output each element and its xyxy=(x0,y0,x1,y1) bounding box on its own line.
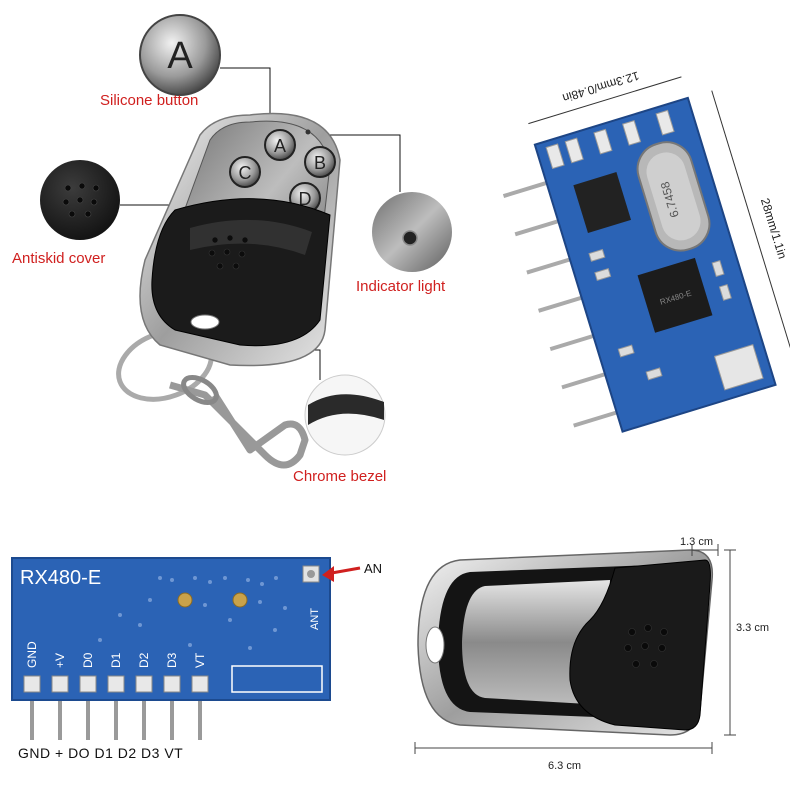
remote-indicator-led xyxy=(305,129,311,135)
indicator-led xyxy=(402,230,418,246)
module-illustration: 6.7458 RX480-E 12.3mm/0.48in 28mm/1.1in … xyxy=(502,69,800,433)
zoom-button-letter: A xyxy=(167,35,193,77)
module-pins xyxy=(502,179,623,428)
module-components xyxy=(588,248,732,381)
callout-chrome-bezel: Chrome bezel xyxy=(293,468,387,485)
module-dim-lines xyxy=(528,76,800,378)
silicone-button-zoom xyxy=(139,14,221,96)
chrome-bezel-edge xyxy=(308,394,384,425)
remote-illustration: A xyxy=(40,14,452,469)
module-length-label: 28mm/1.1in xyxy=(758,196,790,260)
pin-caption: GND + DO D1 D2 D3 VT xyxy=(18,745,184,761)
module-connector-block xyxy=(713,344,764,391)
key-ring-hole xyxy=(190,314,220,330)
fob-dim-lines xyxy=(414,544,736,754)
ant-arrowhead xyxy=(322,566,334,582)
module-width-label: 12.3mm/0.48in xyxy=(561,69,641,106)
pin-label-d2: D2 xyxy=(137,652,151,668)
remote-button-b xyxy=(304,146,336,178)
module-small-chip xyxy=(573,172,632,234)
pin-label-d3: D3 xyxy=(165,652,179,668)
receiver-pad-1 xyxy=(177,592,193,608)
board-ant-label: ANT xyxy=(309,608,321,630)
remote-button-a xyxy=(264,129,296,161)
pin-label-gnd: GND xyxy=(25,641,39,668)
receiver-pin-pads xyxy=(23,675,209,693)
remote-photo: A xyxy=(0,0,470,500)
module-photo: 6.7458 RX480-E 12.3mm/0.48in 28mm/1.1in … xyxy=(480,40,800,460)
receiver-silk-box xyxy=(231,665,323,693)
module-main-chip xyxy=(637,257,713,333)
cover-dots xyxy=(208,234,249,270)
board-label: RX480-E xyxy=(20,567,101,589)
callout-silicone-button: Silicone button xyxy=(100,92,199,109)
fob-slide-cover xyxy=(569,559,711,731)
remote-button-c-label: C xyxy=(239,163,252,183)
pin-label-v: +V xyxy=(53,653,67,668)
pin-label-vt: VT xyxy=(193,652,207,668)
remote-button-b-label: B xyxy=(314,153,326,173)
fob-length-label: 6.3 cm xyxy=(548,760,582,772)
fob-height-label: 3.3 cm xyxy=(736,622,770,634)
receiver-illustration: AN RX480-E ANT GND +V D0 D1 D2 D3 VT xyxy=(11,557,382,740)
ant-arrow-label: AN xyxy=(364,561,382,576)
remote-button-a-label: A xyxy=(274,136,286,156)
remote-button-c xyxy=(229,156,261,188)
antiskid-dots xyxy=(62,182,100,218)
receiver-vias xyxy=(98,576,287,650)
callout-indicator-light: Indicator light xyxy=(356,278,446,295)
ant-hole xyxy=(307,570,315,578)
receiver-pad-2 xyxy=(232,592,248,608)
pin-label-d0: D0 xyxy=(81,652,95,668)
remote-buttons xyxy=(229,129,336,214)
module-top-pads xyxy=(545,109,675,170)
cover-highlight xyxy=(190,219,312,255)
fob-photo xyxy=(400,520,800,790)
chrome-bezel-zoom xyxy=(304,374,386,456)
pin-label-d1: D1 xyxy=(109,652,123,668)
callout-antiskid-cover: Antiskid cover xyxy=(12,250,106,267)
module-crystal-top xyxy=(646,152,701,241)
fob-cover-dots xyxy=(624,624,668,668)
fob-thickness-label: 1.3 cm xyxy=(680,536,714,548)
fob-illustration xyxy=(414,544,736,754)
fob-key-hole xyxy=(425,626,445,664)
receiver-board: AN RX480-E ANT GND +V D0 D1 D2 D3 VT xyxy=(0,520,400,780)
remote-button-d-label: D xyxy=(299,189,312,209)
